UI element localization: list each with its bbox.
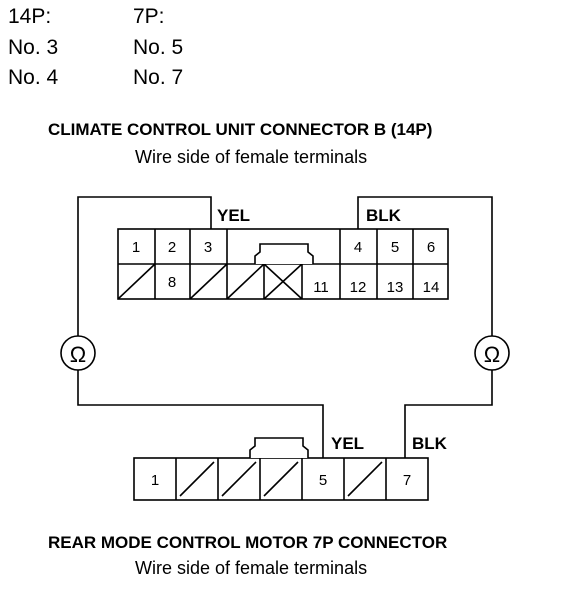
pin-b-6: 6 [427,239,435,256]
pin-b-11: 11 [313,279,329,296]
ohmmeter-right: Ω [474,335,510,371]
left-test-wire [77,196,212,336]
right-test-wire [357,196,493,336]
pin-b-1: 1 [132,239,140,256]
pin-table-row1-14p: No. 3 [8,36,59,59]
connector-b-subtitle: Wire side of female terminals [135,147,368,167]
wire-label-blk-bottom: BLK [412,434,447,453]
pin-b-14: 14 [423,279,440,296]
pin-b-3: 3 [204,239,212,256]
left-test-wire-lower [77,370,324,458]
pin-b-4: 4 [354,239,362,256]
motor-connector-pins: 1 5 7 [151,472,411,489]
pin-table-row1-7p: No. 5 [133,36,184,59]
ohm-icon: Ω [70,342,86,367]
pin-b-5: 5 [391,239,399,256]
pin-m-1: 1 [151,472,159,489]
pin-m-7: 7 [403,472,411,489]
connector-b-title: CLIMATE CONTROL UNIT CONNECTOR B (14P) [48,120,433,139]
connector-b-lock-tab [254,243,314,264]
pin-b-12: 12 [350,279,367,296]
pin-b-8: 8 [168,274,176,291]
motor-connector-title: REAR MODE CONTROL MOTOR 7P CONNECTOR [48,533,448,552]
wire-label-blk-top: BLK [366,206,401,225]
pin-table-header-14p: 14P: [8,5,52,28]
motor-connector [133,457,429,501]
pin-m-5: 5 [319,472,327,489]
wire-label-yel-bottom: YEL [331,434,365,453]
connector-b-pins: 1 2 3 4 5 6 8 11 12 13 14 [132,239,440,296]
wire-label-yel-top: YEL [217,206,251,225]
pin-table-row2-7p: No. 7 [133,66,184,89]
right-test-wire-lower [404,370,493,458]
ohm-icon: Ω [484,342,500,367]
pin-table-row2-14p: No. 4 [8,66,59,89]
pin-b-13: 13 [387,279,404,296]
motor-connector-subtitle: Wire side of female terminals [135,558,368,578]
motor-connector-lock-tab [249,437,309,458]
pin-b-2: 2 [168,239,176,256]
pin-table-header-7p: 7P: [133,5,165,28]
ohmmeter-left: Ω [60,335,96,371]
